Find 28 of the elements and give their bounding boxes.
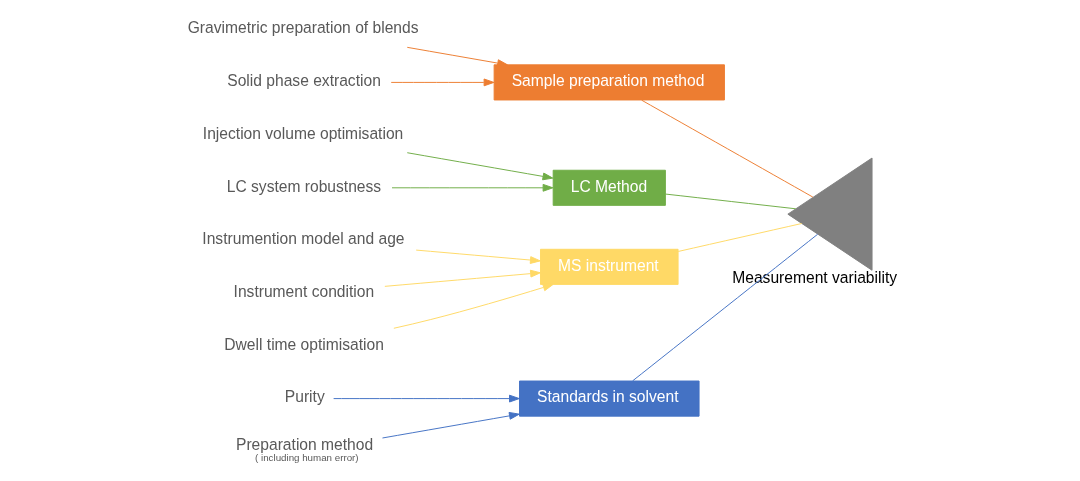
arrow — [415, 249, 541, 264]
arrow — [406, 152, 554, 181]
node-text: Instrumention model and age — [202, 230, 405, 248]
node-box: LC Method — [552, 169, 666, 206]
arrow — [393, 283, 554, 329]
connector — [664, 193, 797, 210]
node-text: Purity — [284, 388, 325, 406]
node-text: Preparation method ( including human error) — [236, 436, 374, 464]
node-box: Sample preparation method — [493, 64, 725, 101]
arrow — [384, 269, 541, 287]
node-text: Dwell time optimisation — [224, 335, 384, 353]
arrow — [406, 46, 508, 67]
connector — [641, 99, 814, 198]
node-text: LC system robustness — [226, 177, 382, 195]
arrow — [382, 411, 520, 439]
connector — [677, 223, 803, 252]
connector — [632, 233, 819, 382]
node-text: Gravimetric preparation of blends — [187, 19, 419, 37]
arrow — [333, 394, 520, 403]
arrow — [391, 183, 554, 192]
arrow — [390, 78, 495, 87]
node-box: MS instrument — [540, 248, 679, 285]
node-label: Measurement variability — [732, 268, 898, 286]
node-text: Instrument condition — [233, 282, 375, 300]
node-text: Injection volume optimisation — [202, 124, 404, 142]
node-text: Solid phase extraction — [227, 72, 381, 90]
node-box: Standards in solvent — [519, 380, 700, 417]
node-triangle — [787, 157, 873, 271]
